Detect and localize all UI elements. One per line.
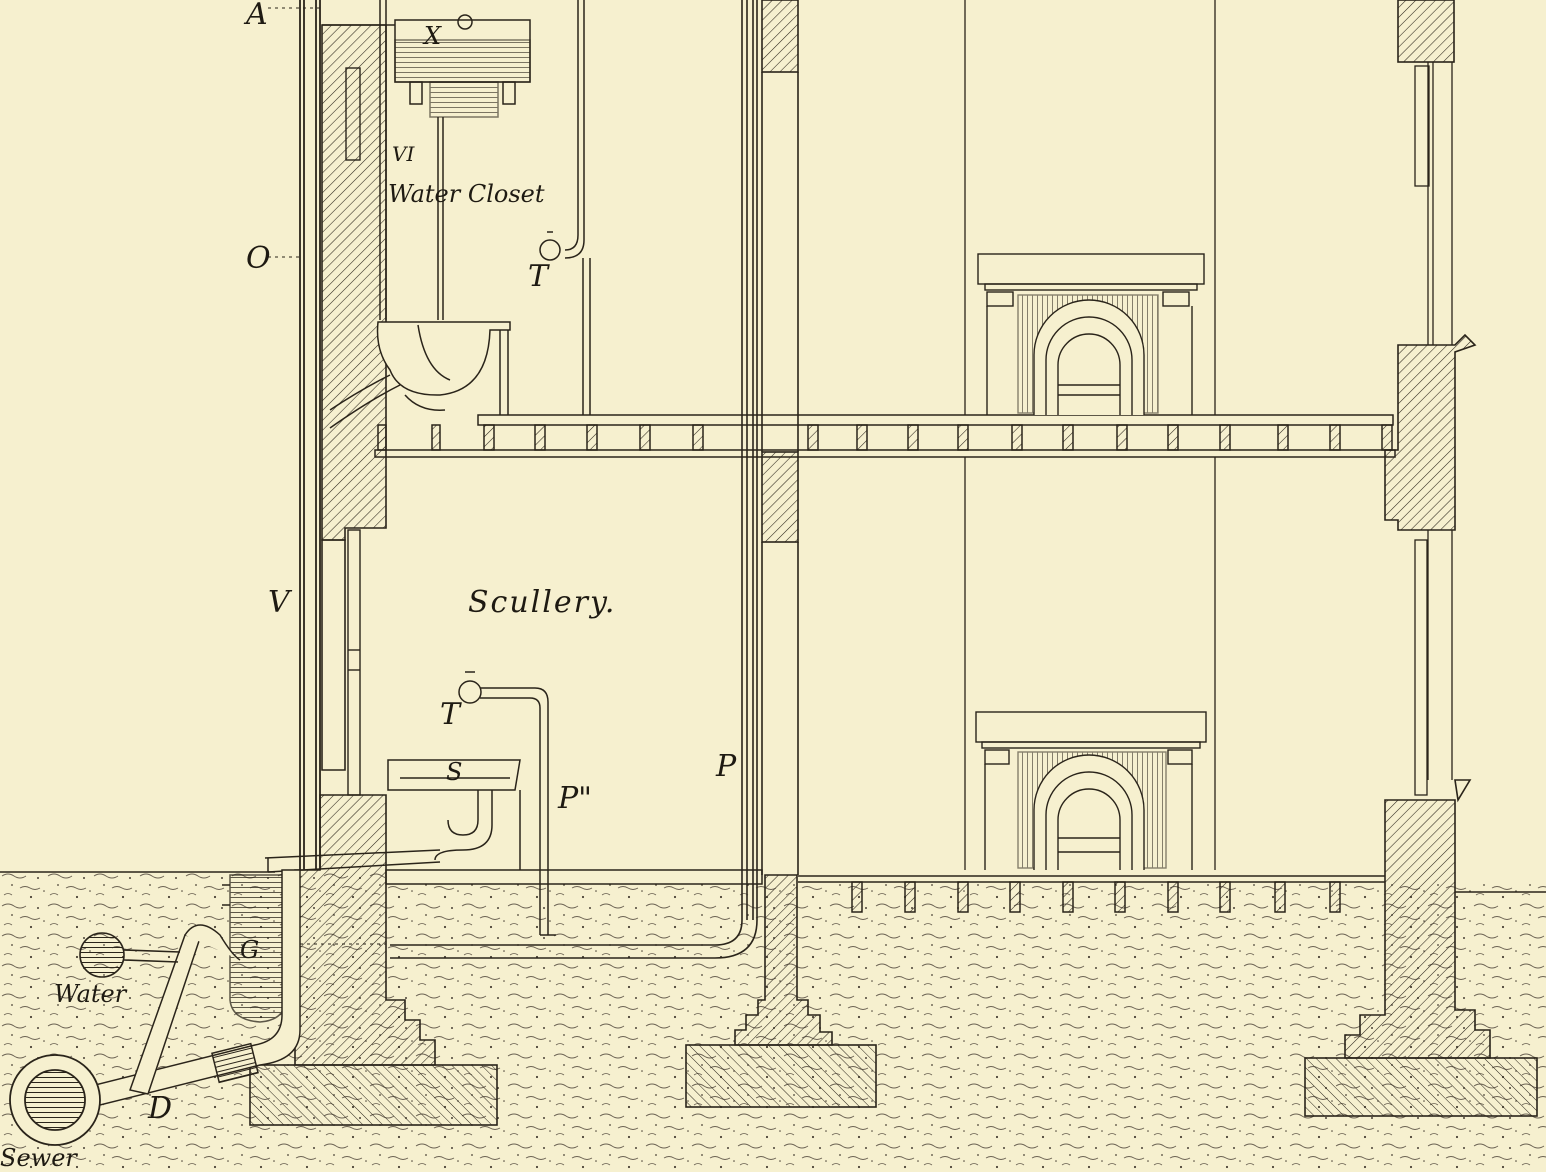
scullery-supply-pipe [458, 671, 556, 936]
sewer-pipe [9, 1054, 101, 1146]
lower-fireplace [975, 711, 1207, 870]
label-p-double: P" [558, 781, 592, 816]
label-water: Water [54, 980, 127, 1008]
water-closet-fixture [329, 0, 511, 429]
label-sewer: Sewer [0, 1144, 77, 1172]
left-window-frames [345, 67, 361, 796]
label-scullery: Scullery. [468, 585, 617, 620]
right-window-frames [1414, 62, 1453, 796]
reference-lines [268, 7, 386, 945]
central-wall [685, 0, 877, 1108]
label-s: S [446, 758, 463, 786]
label-vi: VI [392, 142, 415, 166]
upper-fireplace [977, 253, 1205, 415]
chimney-flue-lines [964, 0, 1216, 870]
label-a: A [246, 0, 268, 32]
right-wall [1304, 0, 1538, 1117]
label-d: D [148, 1091, 173, 1126]
label-water-closet: Water Closet [388, 180, 545, 208]
left-wall [294, 24, 436, 1066]
label-t-upper: T [528, 259, 549, 294]
label-p: P [716, 749, 737, 784]
scullery-sink [387, 759, 521, 870]
cistern-x [322, 14, 531, 118]
water-main [79, 932, 181, 978]
upper-floor [374, 414, 1396, 458]
footing-left [249, 1064, 498, 1126]
ground-floor [385, 869, 1385, 913]
label-x: X [424, 22, 442, 50]
label-g: G [240, 936, 260, 964]
drain-d [94, 869, 301, 1106]
label-t-lower: T [440, 697, 461, 732]
ventilation-pipe-v [299, 0, 321, 870]
label-o: O [246, 241, 271, 276]
label-v: V [268, 585, 290, 620]
soil-pipe-p [390, 0, 758, 959]
upper-supply-pipe [539, 0, 591, 415]
